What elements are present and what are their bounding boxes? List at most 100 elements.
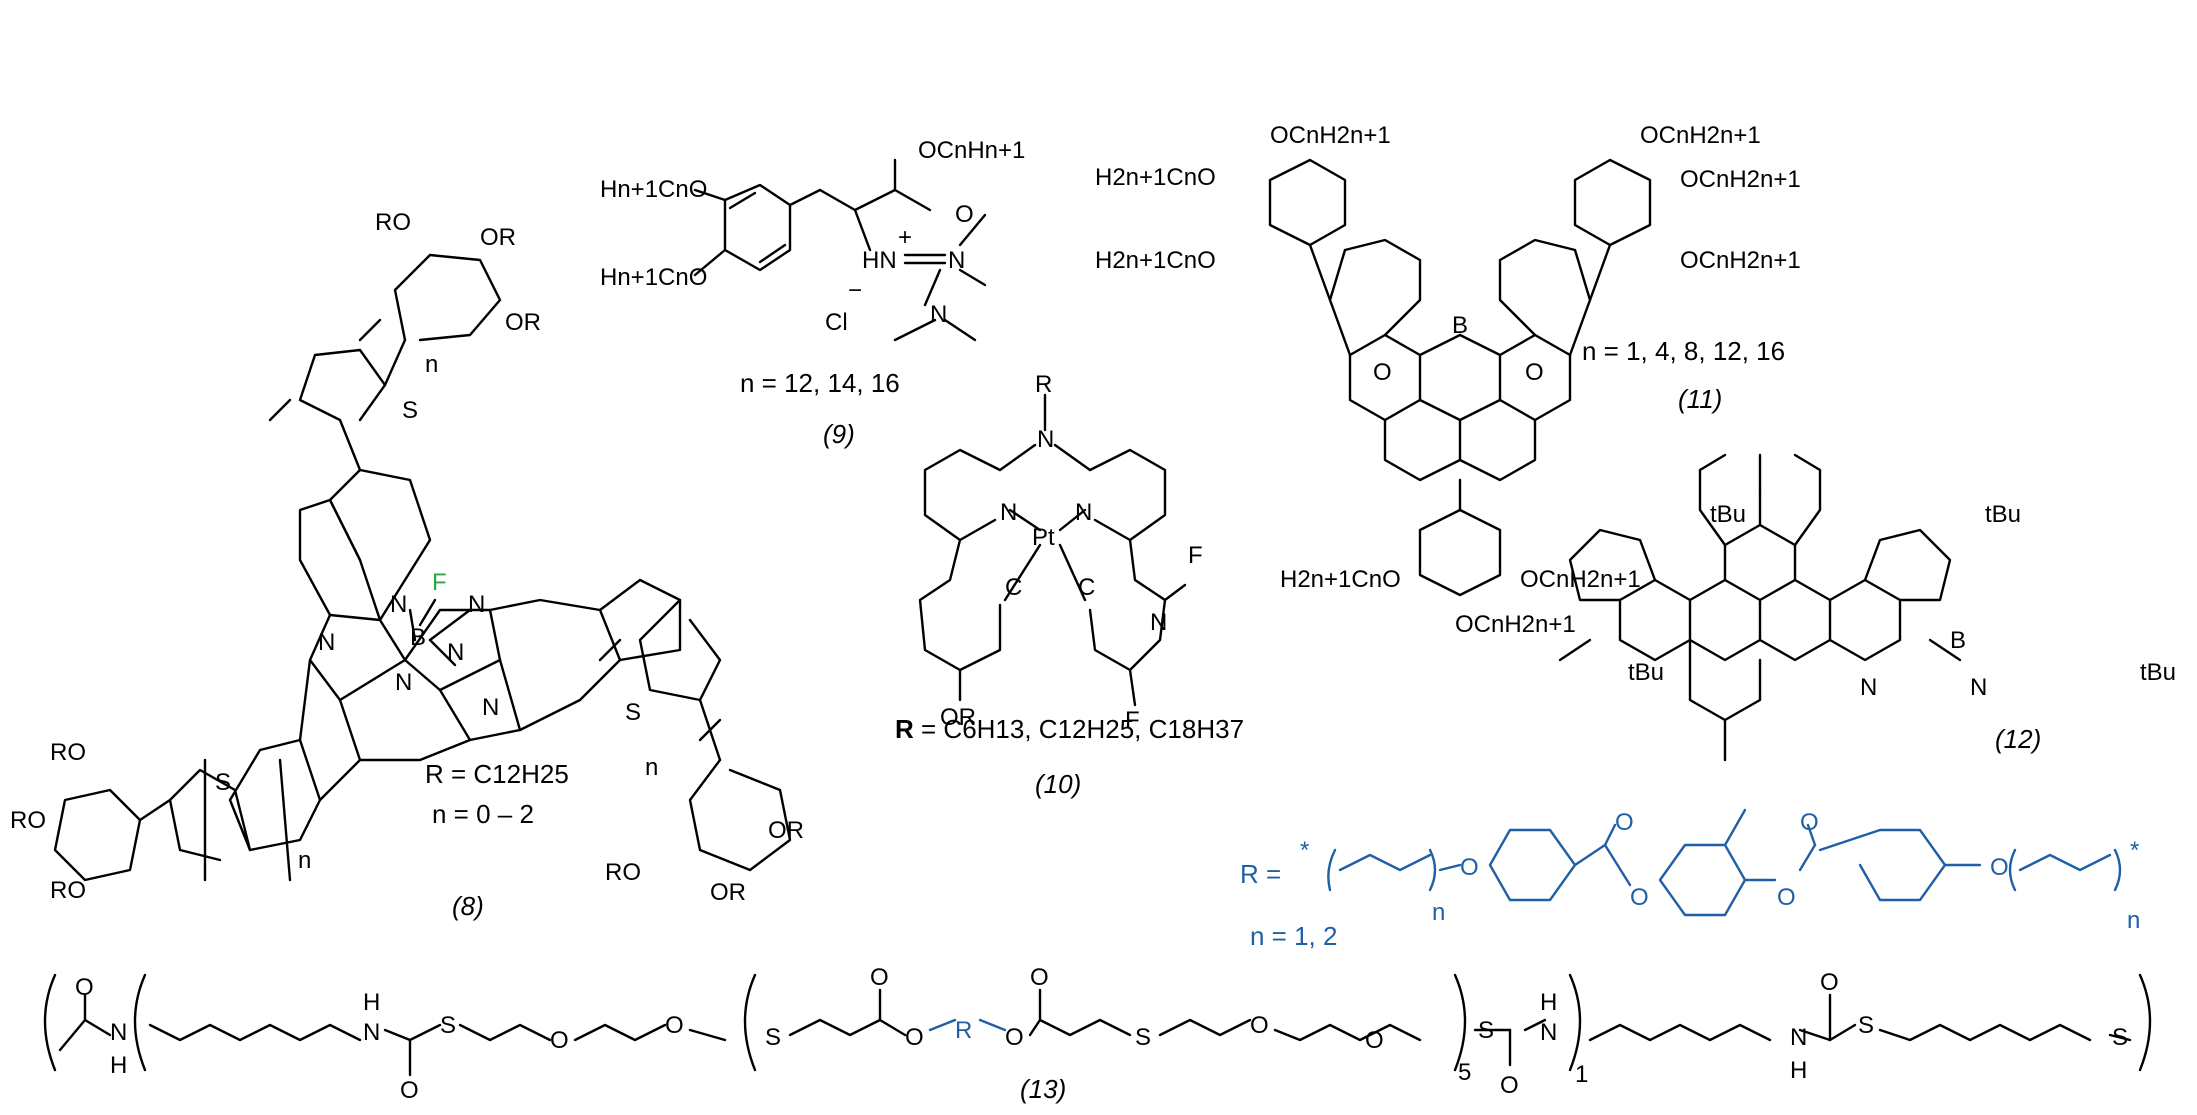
c8-ro-left-3: RO — [50, 877, 86, 904]
c13-atom-o-9: O — [1250, 1012, 1269, 1039]
c11-n-definition: n = 1, 4, 8, 12, 16 — [1582, 336, 1785, 366]
r-group-o-carbonyl-1: O — [1615, 809, 1634, 836]
c11-chain-tl-3: H2n+1CnO — [1095, 247, 1216, 274]
c13-atom-s-2: S — [765, 1024, 781, 1051]
c10-r-definition: R = C6H13, C12H25, C18H37 — [895, 714, 1244, 744]
c13-atom-s-6: S — [2112, 1024, 2128, 1051]
compound-13-bonds — [43, 973, 2152, 1077]
c13-atom-h-2: H — [363, 989, 380, 1016]
c12-atom-n-right: N — [1970, 674, 1987, 701]
c13-atom-n-1: N — [110, 1019, 127, 1046]
c13-atom-s-1: S — [440, 1012, 456, 1039]
c12-atom-b: B — [1950, 627, 1966, 654]
c11-chain-tr-2: OCnH2n+1 — [1680, 166, 1801, 193]
c11-chain-tr-3: OCnH2n+1 — [1680, 247, 1801, 274]
r-group-o-3: O — [1777, 884, 1796, 911]
c10-atom-or: OR — [940, 704, 976, 731]
c8-atom-n5: N — [482, 694, 499, 721]
r-group-n-definition: n = 1, 2 — [1250, 921, 1337, 951]
c10-atom-n-pyridine: N — [1150, 609, 1167, 636]
c8-subscript-n-left: n — [298, 847, 311, 874]
r-group-o-1: O — [1460, 854, 1479, 881]
c10-atom-r: R — [1035, 371, 1052, 398]
c13-atom-o-6: O — [905, 1024, 924, 1051]
c13-subscript-1: 1 — [1575, 1061, 1588, 1088]
c8-subscript-n-top: n — [425, 351, 438, 378]
compound-11-structure: OCnH2n+1 H2n+1CnO H2n+1CnO OCnH2n+1 OCnH… — [1095, 122, 1801, 638]
c8-atom-n6: N — [395, 669, 412, 696]
c12-tbu-right: tBu — [2140, 659, 2176, 686]
c10-atom-c-left: C — [1005, 574, 1022, 601]
c10-caption: (10) — [1035, 769, 1081, 799]
c8-atom-s-top: S — [402, 397, 418, 424]
c11-atom-o-right: O — [1525, 359, 1544, 386]
c10-atom-pt: Pt — [1032, 524, 1055, 551]
r-group-lead: R = — [1240, 859, 1281, 889]
c9-n-definition: n = 12, 14, 16 — [740, 368, 900, 398]
c10-atom-n-amine: N — [1037, 426, 1054, 453]
c8-atom-b: B — [410, 624, 426, 651]
compound-8-structure: N N N N N N B F S S S n n n RO OR OR RO … — [10, 209, 804, 921]
c8-subscript-n-right: n — [645, 754, 658, 781]
c13-atom-s-5: S — [1858, 1012, 1874, 1039]
c8-r-definition: R = C12H25 — [425, 759, 569, 789]
c10-atom-n-left: N — [1000, 499, 1017, 526]
c11-chain-b-2: OCnH2n+1 — [1520, 566, 1641, 593]
c9-atom-o-carbonyl: O — [955, 201, 974, 228]
c11-chain-tl-1: OCnH2n+1 — [1270, 122, 1391, 149]
c9-atom-n-right: N — [948, 247, 965, 274]
c13-atom-o-7: O — [1005, 1024, 1024, 1051]
c8-or-top-3: OR — [505, 309, 541, 336]
c8-atom-s-right: S — [625, 699, 641, 726]
c11-chain-b-1: H2n+1CnO — [1280, 566, 1401, 593]
compound-8-bonds — [53, 253, 792, 882]
c13-atom-s-4: S — [1478, 1017, 1494, 1044]
r-group-star-left: * — [1300, 837, 1309, 864]
r-group-n-left: n — [1432, 899, 1445, 926]
compound-9-bonds — [693, 158, 987, 342]
c13-atom-r: R — [955, 1017, 972, 1044]
c12-tbu-top-left: tBu — [1710, 501, 1746, 528]
c13-atom-n-3: N — [1540, 1019, 1557, 1046]
c13-atom-h-1: H — [110, 1052, 127, 1079]
compound-9-structure: OCnHn+1 Hn+1CnO Hn+1CnO O HN + N N Cl − … — [600, 137, 1025, 449]
c9-atom-chloride: Cl — [825, 309, 848, 336]
c8-atom-n3: N — [468, 591, 485, 618]
r-group-structure: R = * n O O O O O O n * n = 1, 2 — [1240, 808, 2140, 951]
c13-atom-o-12: O — [1820, 969, 1839, 996]
c13-atom-o-10: O — [1365, 1027, 1384, 1054]
c10-atom-f-bottom: F — [1125, 707, 1140, 734]
compound-12-bonds — [1558, 453, 1962, 762]
r-group-o-2: O — [1630, 884, 1649, 911]
c8-ro-right-2: RO — [605, 859, 641, 886]
c12-caption: (12) — [1995, 724, 2041, 754]
c8-atom-n2: N — [390, 591, 407, 618]
c10-atom-c-right: C — [1078, 574, 1095, 601]
c13-atom-o-2: O — [400, 1077, 419, 1104]
compound-10-structure: R N N N Pt C C F N F OR R = C6H13, C12H2… — [895, 371, 1244, 799]
c13-atom-n-4: N — [1790, 1024, 1807, 1051]
c8-or-right-1: OR — [768, 817, 804, 844]
c13-atom-o-11: O — [1500, 1072, 1519, 1099]
c13-atom-h-4: H — [1790, 1057, 1807, 1084]
c8-or-right-3: OR — [710, 879, 746, 906]
c8-ro-left-2: RO — [10, 807, 46, 834]
c9-atom-plus: + — [898, 224, 912, 251]
c13-atom-o-1: O — [75, 974, 94, 1001]
c13-atom-o-3: O — [550, 1027, 569, 1054]
c12-tbu-top-right: tBu — [1985, 501, 2021, 528]
c8-atom-f: F — [432, 569, 447, 596]
c10-atom-f-top: F — [1188, 542, 1203, 569]
c10-atom-n-right: N — [1075, 499, 1092, 526]
c13-caption: (13) — [1020, 1074, 1066, 1104]
c8-ro-left-1: RO — [50, 739, 86, 766]
c9-atom-minus: − — [848, 277, 862, 304]
c13-atom-s-3: S — [1135, 1024, 1151, 1051]
compound-12-structure: tBu tBu tBu tBu B N N (12) — [1558, 453, 2176, 762]
compound-13-structure: O N H H N O S O O S O O R O O S O O 5 S … — [43, 964, 2152, 1104]
c9-atom-n-bottom: N — [930, 301, 947, 328]
c11-atom-o-left: O — [1373, 359, 1392, 386]
c8-n-definition: n = 0 – 2 — [432, 799, 534, 829]
c9-chain-top: OCnHn+1 — [918, 137, 1025, 164]
